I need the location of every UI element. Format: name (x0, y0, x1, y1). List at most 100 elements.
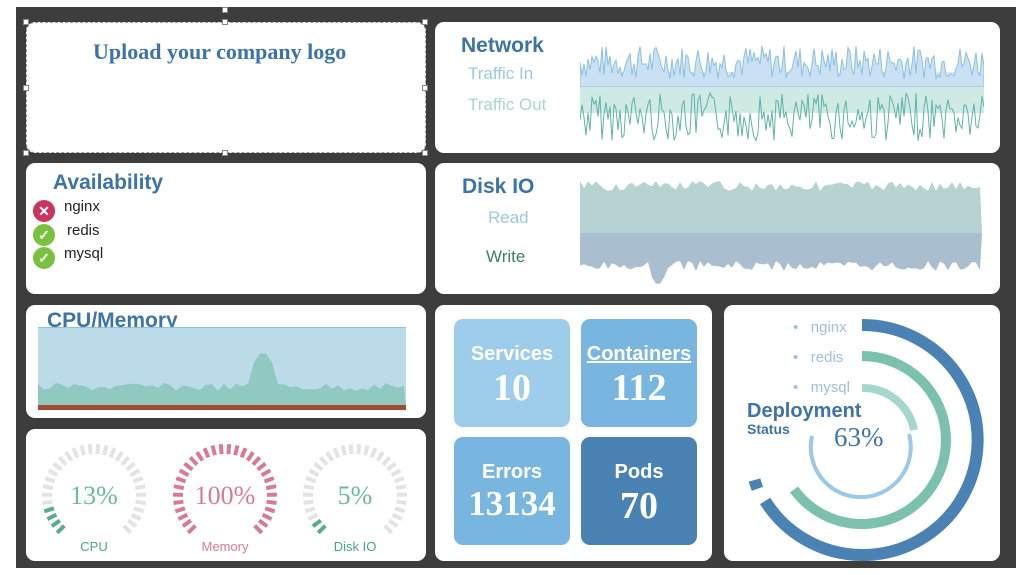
gauge-tick (52, 461, 63, 472)
resize-handle[interactable] (23, 150, 29, 156)
cpu-gauge-value: 13% (70, 481, 118, 510)
gauge-tick (265, 484, 277, 491)
logo-upload-panel[interactable]: Upload your company logo (26, 22, 426, 153)
gauge-tick (55, 524, 66, 535)
gauge-tick (383, 524, 394, 535)
resize-handle[interactable] (23, 85, 29, 91)
gauge-tick (253, 524, 264, 535)
resize-handle[interactable] (23, 19, 29, 25)
gauge-tick (264, 506, 276, 514)
gauge-tick (108, 447, 117, 459)
services-value: 10 (493, 367, 531, 409)
service-name: mysql (64, 245, 104, 262)
resize-handle[interactable] (422, 85, 428, 91)
gauge-tick (122, 524, 133, 535)
resize-handle[interactable] (222, 19, 228, 25)
traffic-out-label: Traffic Out (468, 95, 547, 114)
gauge-tick (186, 524, 197, 535)
services-tile[interactable]: Services 10 (454, 319, 570, 427)
resize-handle[interactable] (222, 150, 228, 156)
service-name: nginx (64, 198, 100, 215)
disk-io-gauge-label: Disk IO (333, 539, 377, 554)
resize-handle[interactable] (222, 7, 228, 13)
traffic-in-label: Traffic In (468, 64, 534, 83)
check-icon: ✓ (33, 247, 55, 269)
cpu-gauge (41, 444, 147, 535)
gauge-tick (120, 455, 131, 467)
gauge-tick (44, 476, 56, 484)
gauge-tick (130, 512, 142, 521)
cpu-gauge-label: CPU (80, 539, 108, 554)
disk-io-chart (580, 181, 982, 284)
gauge-tick (87, 444, 93, 455)
resize-handle[interactable] (422, 150, 428, 156)
memory-gauge-label: Memory (201, 539, 249, 554)
gauge-tick (102, 445, 109, 456)
gauge-tick (183, 461, 194, 472)
containers-value: 112 (611, 367, 667, 409)
gauge-tick (251, 455, 262, 467)
gauge-tick (50, 518, 62, 528)
gauge-tick (133, 506, 145, 514)
deployment-percent: 63% (834, 422, 884, 452)
legend-label: nginx (810, 319, 847, 336)
gauge-tick (79, 445, 86, 456)
gauge-tick (202, 447, 211, 459)
stats-panel: Services 10 Containers 112 Errors 13134 … (435, 305, 712, 561)
disk-io-gauge (302, 444, 408, 535)
containers-link[interactable]: Containers (586, 343, 692, 365)
resize-handle[interactable] (422, 19, 428, 25)
deployment-title: Deployment (747, 400, 862, 422)
gauge-tick (181, 518, 193, 528)
containers-tile[interactable]: Containers 112 (581, 319, 697, 427)
deployment-panel: • nginx • redis • mysql Deployment Statu… (724, 305, 1000, 561)
gauge-tick (43, 506, 55, 514)
gauge-tick (135, 499, 146, 505)
gauge-tick (178, 468, 190, 478)
errors-label: Errors (481, 461, 543, 483)
errors-tile[interactable]: Errors 13134 (454, 437, 570, 545)
network-panel: Network Traffic In Traffic Out (435, 22, 1000, 153)
gauge-tick (260, 468, 272, 478)
gauge-tick (114, 451, 124, 462)
gauge-tick (363, 445, 370, 456)
gauge-tick (308, 468, 320, 478)
gauge-tick (125, 461, 136, 472)
gauge-tick (218, 444, 224, 455)
cpu-memory-title: CPU/Memory (47, 309, 178, 332)
gauge-tick (266, 499, 277, 505)
gauges-panel: 13% CPU 100% Memory 5% Disk IO (26, 429, 426, 561)
gauge-tick (332, 447, 341, 459)
gauge-tick (42, 484, 54, 491)
disk-io-panel: Disk IO Read Write (435, 163, 1000, 294)
gauge-tick (263, 476, 275, 484)
pods-tile[interactable]: Pods 70 (581, 437, 697, 545)
gauge-tick (226, 444, 232, 455)
gauge-tick (177, 512, 189, 521)
gauge-tick (340, 445, 347, 456)
deployment-rings (748, 318, 984, 561)
gauge-tick (318, 455, 329, 467)
gauge-tick (375, 451, 385, 462)
gauge-tick (173, 484, 185, 491)
gauge-tick (316, 524, 327, 535)
gauge-tick (173, 499, 184, 505)
gauge-tick (396, 499, 407, 505)
memory-gauge-value: 100% (194, 481, 256, 510)
logo-upload-text: Upload your company logo (93, 39, 347, 64)
pods-label: Pods (614, 461, 664, 483)
errors-value: 13134 (468, 484, 556, 523)
service-name: redis (67, 222, 100, 239)
gauge-tick (387, 518, 399, 528)
gauge-tick (42, 499, 53, 505)
gauge-tick (245, 451, 255, 462)
disk-io-title: Disk IO (462, 175, 535, 198)
gauge-tick (311, 518, 323, 528)
cpu-memory-chart (38, 327, 406, 410)
availability-title: Availability (53, 171, 164, 194)
legend-item: • mysql (793, 379, 850, 396)
deployment-subtitle: Status (747, 421, 790, 437)
gauge-tick (95, 444, 101, 455)
check-icon: ✓ (33, 224, 55, 246)
write-label: Write (486, 247, 526, 266)
